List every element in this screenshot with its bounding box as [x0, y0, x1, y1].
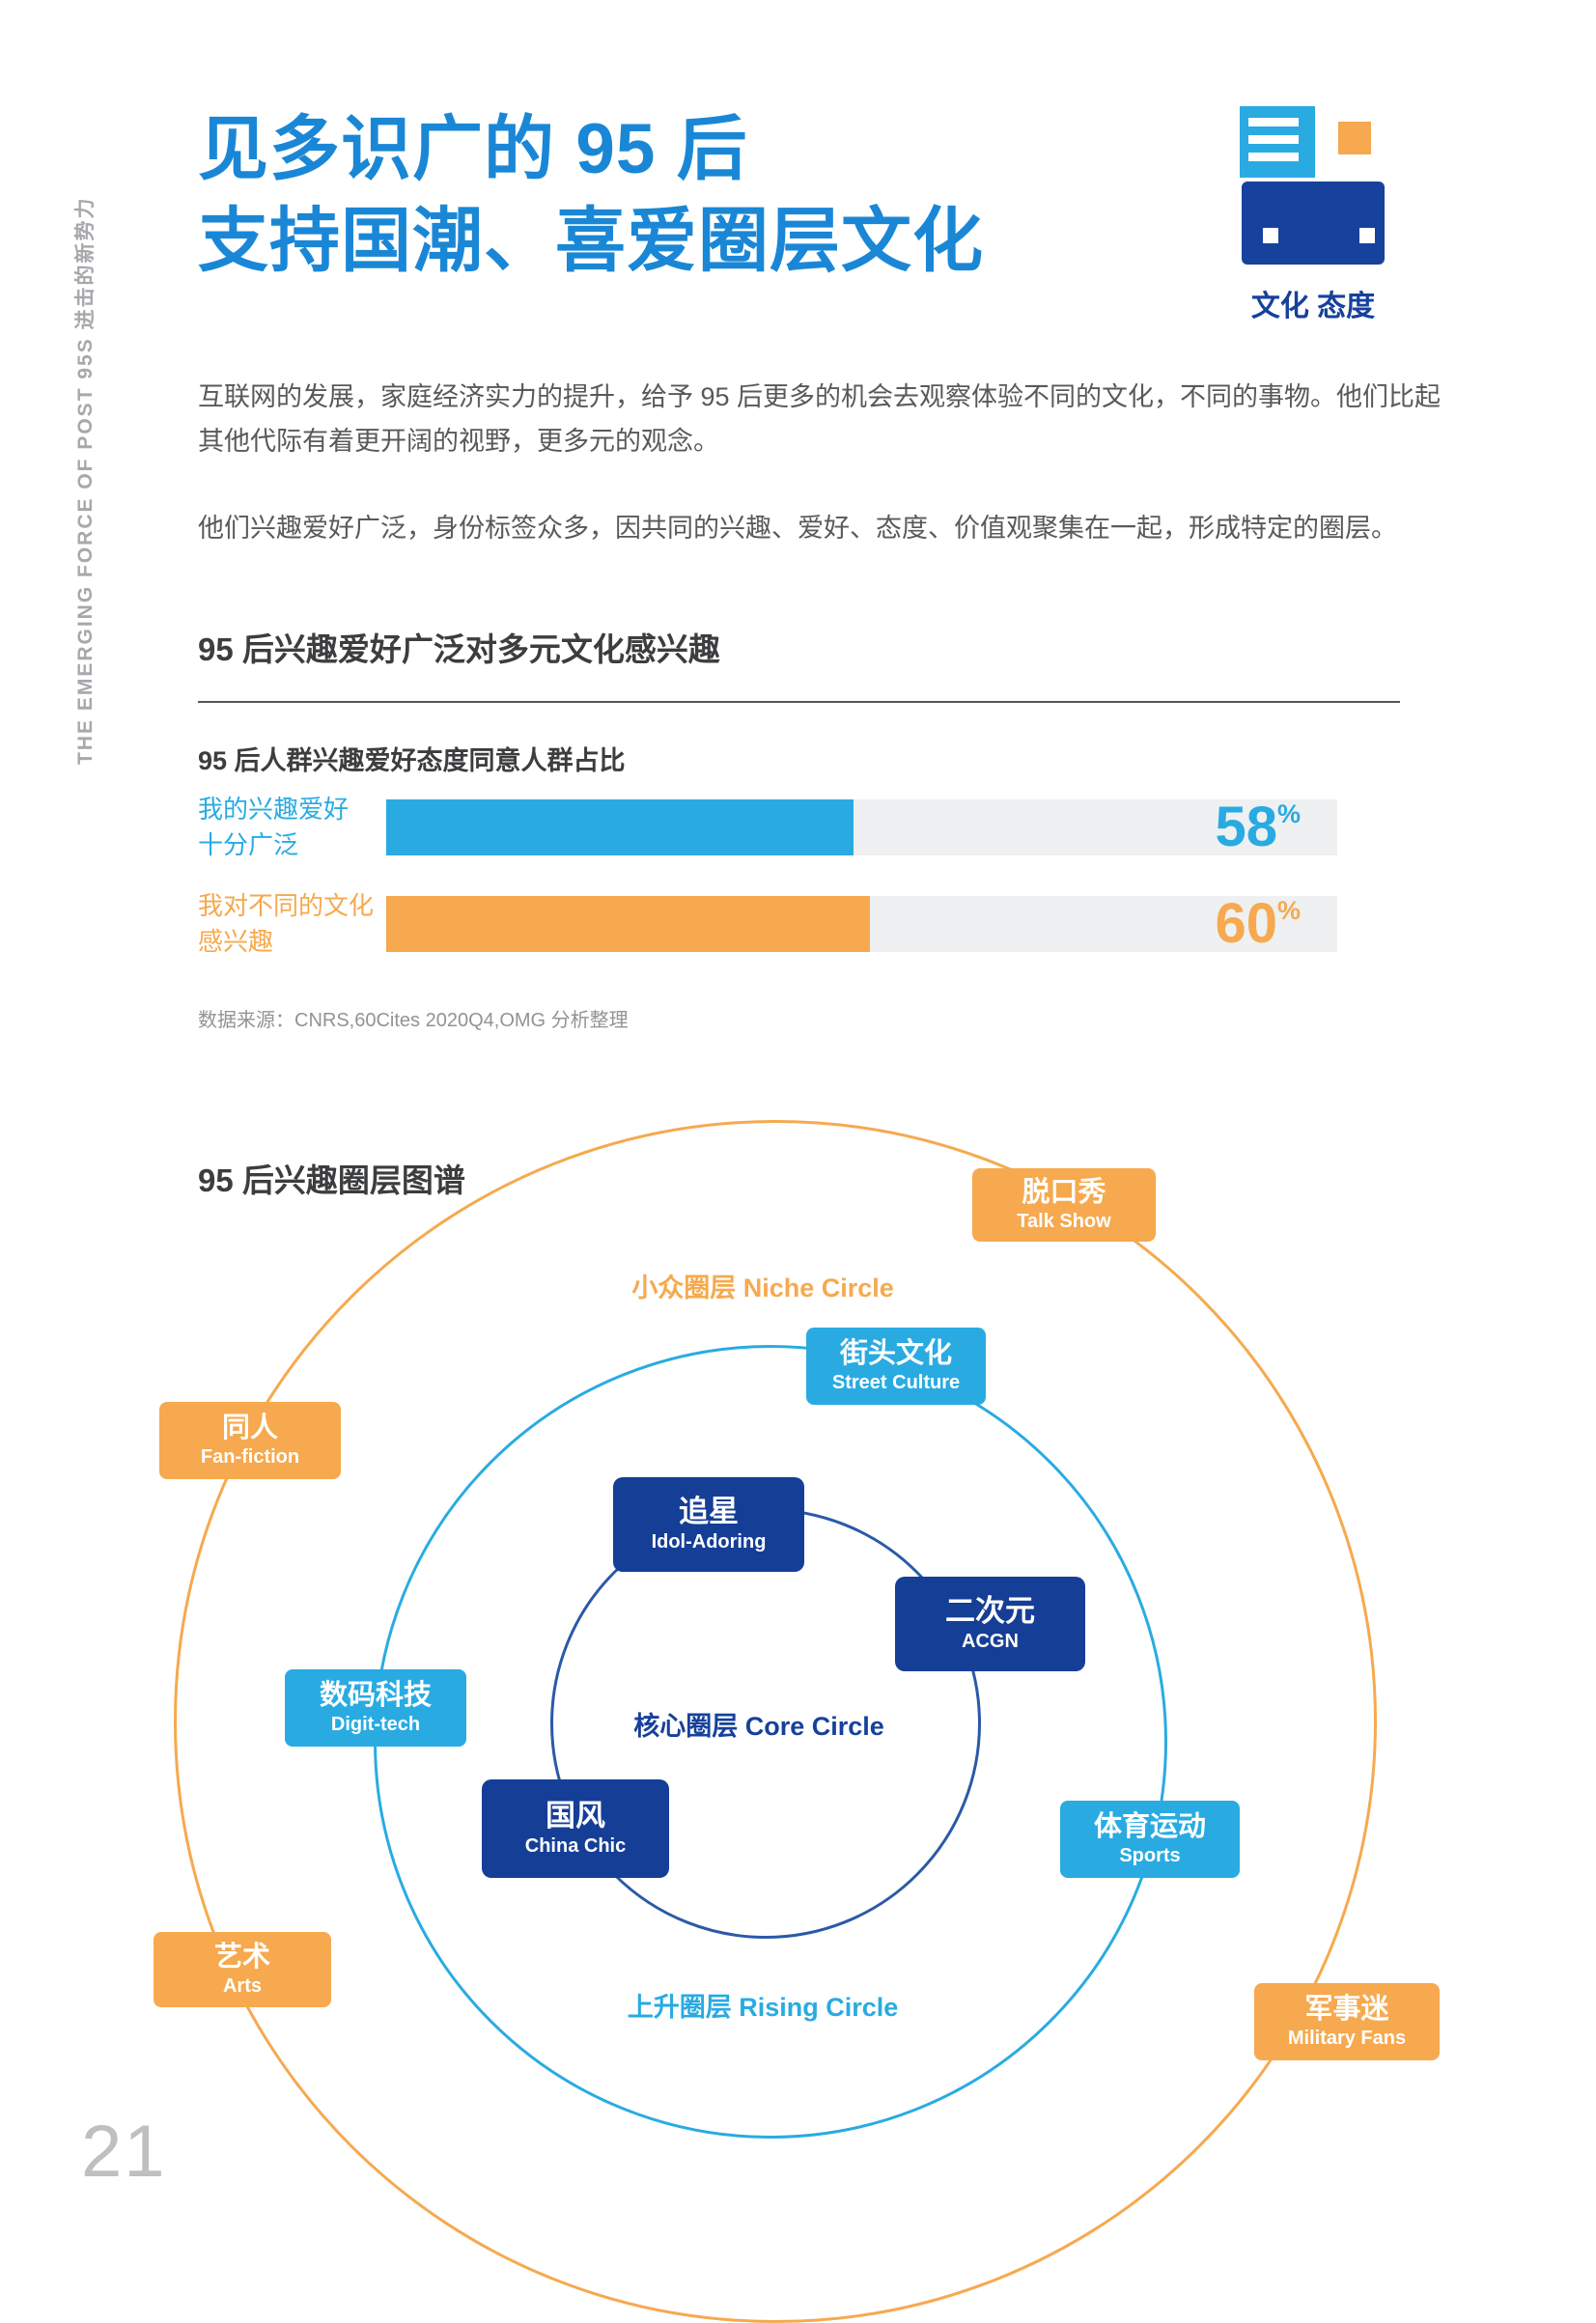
section1-heading: 95 后兴趣爱好广泛对多元文化感兴趣	[198, 631, 720, 667]
page-title-line2: 支持国潮、喜爱圈层文化	[198, 201, 984, 280]
orange-square-icon	[1338, 122, 1371, 154]
badge-label: 文化 态度	[1250, 291, 1376, 322]
node-label-en: Arts	[222, 1974, 262, 1997]
node-label-en: Fan-fiction	[200, 1445, 300, 1468]
node-fan-fiction: 同人 Fan-fiction	[159, 1402, 341, 1479]
node-label-en: Military Fans	[1287, 2027, 1407, 2049]
core-circle-label: 核心圈层 Core Circle	[633, 1712, 884, 1741]
bar-row-broad-interests: 我的兴趣爱好 十分广泛 58 %	[198, 790, 1337, 865]
node-china-chic: 国风 China Chic	[482, 1779, 669, 1878]
bar-value: 58 %	[1215, 799, 1301, 855]
rising-circle-label: 上升圈层 Rising Circle	[627, 1993, 899, 2022]
section-divider	[198, 701, 1400, 703]
node-label-en: Idol-Adoring	[651, 1530, 767, 1553]
bar-category-line2: 十分广泛	[198, 830, 299, 859]
node-talk-show: 脱口秀 Talk Show	[972, 1168, 1156, 1242]
page-title: 见多识广的 95 后 支持国潮、喜爱圈层文化	[198, 104, 984, 288]
chart-title: 95 后人群兴趣爱好态度同意人群占比	[198, 746, 626, 775]
page-title-line1: 见多识广的 95 后	[198, 110, 748, 188]
page-number: 21	[81, 2111, 167, 2193]
bar-value: 60 %	[1215, 896, 1301, 952]
node-arts: 艺术 Arts	[154, 1932, 331, 2007]
navy-block-icon	[1242, 182, 1385, 265]
node-label-zh: 同人	[221, 1413, 278, 1444]
bar-category-line1: 我的兴趣爱好	[198, 795, 350, 824]
node-label-en: Talk Show	[1017, 1210, 1111, 1232]
list-lines-icon	[1240, 106, 1315, 178]
bar-row-diverse-cultures: 我对不同的文化 感兴趣 60 %	[198, 886, 1337, 962]
node-idol-adoring: 追星 Idol-Adoring	[613, 1477, 804, 1572]
node-label-zh: 街头文化	[839, 1338, 952, 1370]
bar-fill	[386, 799, 854, 855]
node-label-en: Digit-tech	[330, 1713, 421, 1735]
intro-paragraph-1: 互联网的发展，家庭经济实力的提升，给予 95 后更多的机会去观察体验不同的文化，…	[198, 382, 1442, 456]
niche-circle-label: 小众圈层 Niche Circle	[631, 1273, 894, 1302]
node-label-zh: 体育运动	[1093, 1811, 1206, 1843]
node-label-zh: 数码科技	[319, 1680, 432, 1712]
bar-value-unit: %	[1276, 896, 1301, 925]
culture-attitude-icon	[1236, 104, 1390, 268]
node-acgn: 二次元 ACGN	[895, 1577, 1085, 1671]
node-label-en: Sports	[1119, 1844, 1181, 1866]
node-digit-tech: 数码科技 Digit-tech	[285, 1669, 466, 1747]
node-label-en: Street Culture	[831, 1371, 961, 1393]
white-pixel-icon	[1263, 228, 1278, 243]
bar-fill	[386, 896, 870, 952]
bar-value-number: 60	[1215, 892, 1277, 955]
bar-category-label: 我的兴趣爱好 十分广泛	[198, 792, 386, 863]
bar-track: 58 %	[386, 799, 1337, 855]
stripe-icon	[1248, 135, 1299, 144]
intro-paragraph-2: 他们兴趣爱好广泛，身份标签众多，因共同的兴趣、爱好、态度、价值观聚集在一起，形成…	[198, 514, 1397, 543]
bar-value-number: 58	[1215, 796, 1277, 858]
bar-value-unit: %	[1276, 799, 1301, 828]
node-label-zh: 艺术	[213, 1942, 270, 1973]
agreement-bar-chart: 我的兴趣爱好 十分广泛 58 % 我对不同的文化 感兴趣 60 %	[198, 790, 1337, 983]
bar-track: 60 %	[386, 896, 1337, 952]
bar-category-label: 我对不同的文化 感兴趣	[198, 888, 386, 960]
node-label-zh: 追星	[679, 1495, 739, 1529]
node-sports: 体育运动 Sports	[1060, 1801, 1240, 1878]
bar-category-line2: 感兴趣	[198, 927, 274, 956]
section2-heading: 95 后兴趣圈层图谱	[198, 1162, 465, 1198]
node-label-zh: 脱口秀	[1022, 1177, 1106, 1209]
node-label-en: China Chic	[524, 1834, 627, 1857]
node-label-zh: 二次元	[945, 1594, 1035, 1629]
side-vertical-label: THE EMERGING FORCE OF POST 95S 进击的新势力	[74, 196, 97, 765]
white-pixel-icon	[1359, 228, 1375, 243]
node-label-en: ACGN	[962, 1630, 1019, 1652]
bar-category-line1: 我对不同的文化	[198, 891, 375, 920]
node-label-zh: 国风	[546, 1799, 605, 1833]
node-street-culture: 街头文化 Street Culture	[806, 1328, 986, 1405]
node-label-zh: 军事迷	[1304, 1994, 1389, 2026]
stripe-icon	[1248, 118, 1299, 126]
data-source-note: 数据来源：CNRS,60Cites 2020Q4,OMG 分析整理	[198, 1010, 629, 1031]
stripe-icon	[1248, 153, 1299, 161]
node-military-fans: 军事迷 Military Fans	[1254, 1983, 1440, 2060]
